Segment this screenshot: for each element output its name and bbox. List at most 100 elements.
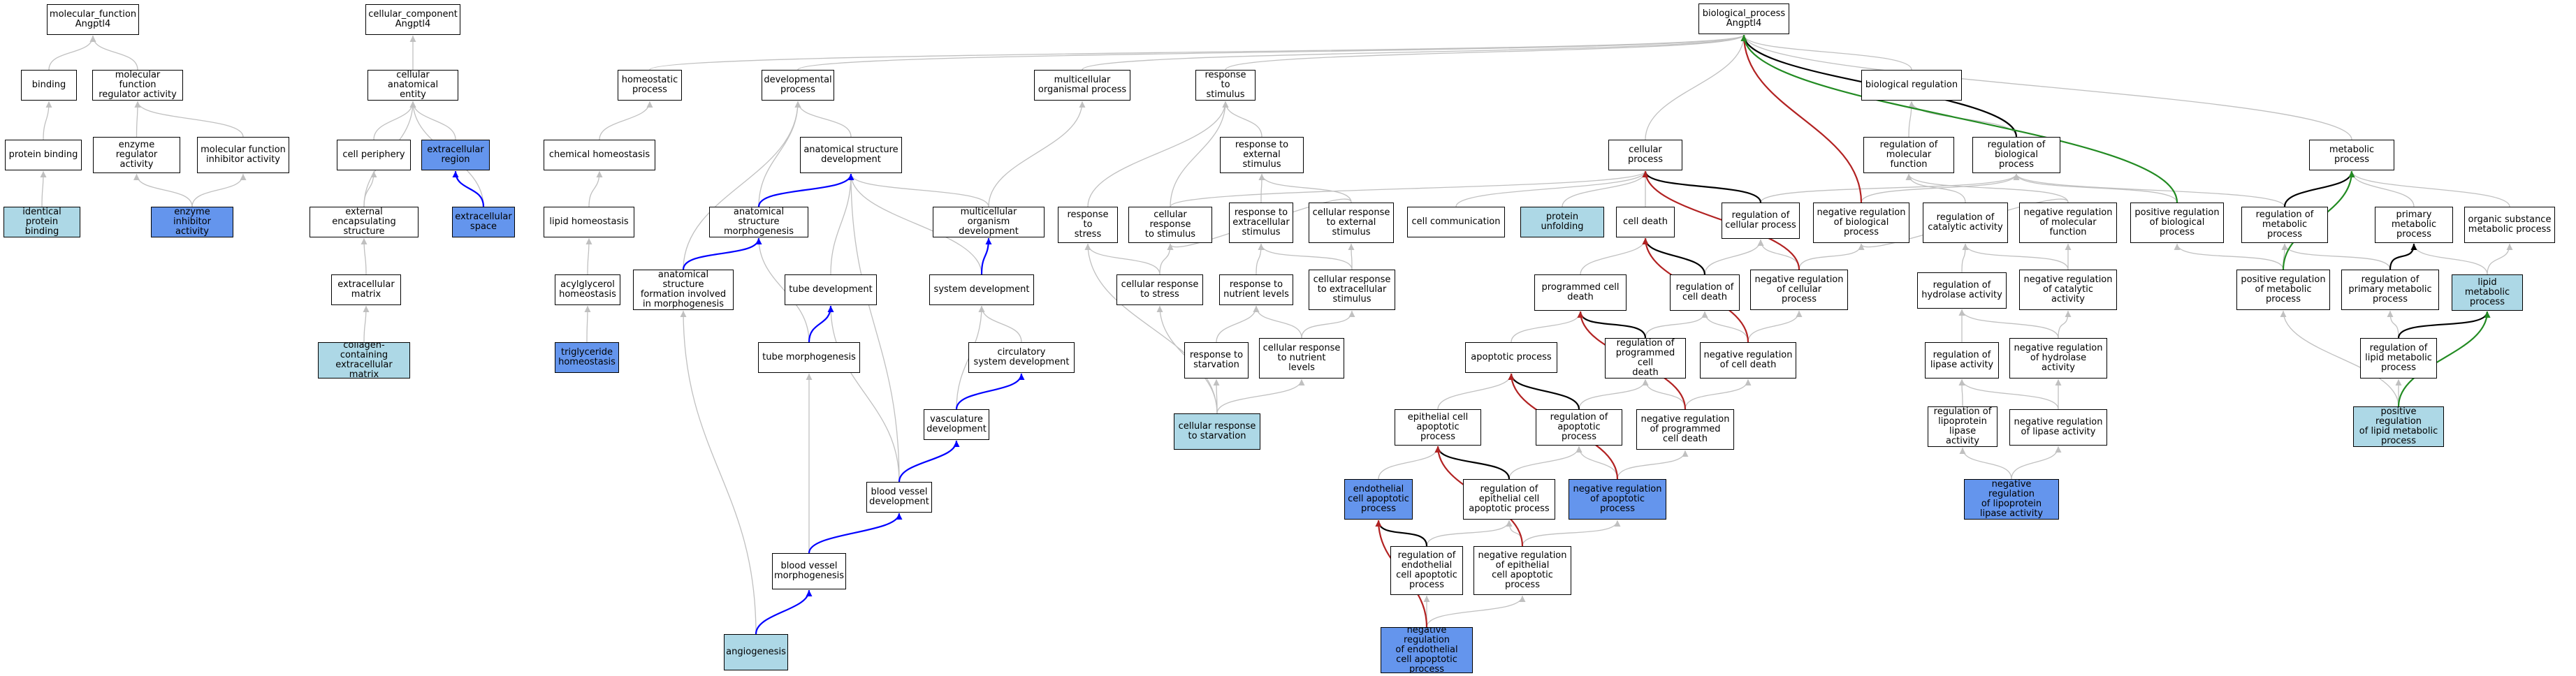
node-enzyme-regulator-activity[interactable]: enzyme regulator activity — [93, 137, 180, 173]
node-tube-morphogenesis[interactable]: tube morphogenesis — [758, 342, 860, 373]
node-regulation-of-epithelial-cell-apoptotic-process[interactable]: regulation of epithelial cell apoptotic … — [1463, 479, 1555, 520]
node-molecular-function[interactable]: molecular_function Angptl4 — [47, 4, 139, 35]
node-negative-regulation-of-programmed-cell-death[interactable]: negative regulation of programmed cell d… — [1636, 409, 1734, 450]
node-blood-vessel-morphogenesis[interactable]: blood vessel morphogenesis — [772, 553, 846, 589]
node-enzyme-inhibitor-activity[interactable]: enzyme inhibitor activity — [151, 207, 233, 237]
node-negative-regulation-of-molecular-function[interactable]: negative regulation of molecular functio… — [2019, 203, 2117, 243]
edge-collagen-to-exmatrix — [363, 305, 370, 343]
edge-multiorg-to-bp — [1082, 34, 1747, 71]
node-tube-development[interactable]: tube development — [785, 274, 877, 305]
node-triglyceride-homeostasis[interactable]: triglyceride homeostasis — [555, 342, 619, 373]
node-regulation-of-cell-death[interactable]: regulation of cell death — [1670, 274, 1740, 311]
node-extracellular-matrix[interactable]: extracellular matrix — [331, 274, 401, 305]
node-system-development[interactable]: system development — [929, 274, 1034, 305]
node-circulatory-system-development[interactable]: circulatory system development — [968, 342, 1075, 373]
node-chemical-homeostasis[interactable]: chemical homeostasis — [544, 140, 655, 170]
node-positive-regulation-of-biological-process[interactable]: positive regulation of biological proces… — [2130, 203, 2224, 243]
node-cellular-response-to-extracellular-stimulus[interactable]: cellular response to extracellular stimu… — [1309, 270, 1395, 310]
node-regulation-of-molecular-function[interactable]: regulation of molecular function — [1863, 137, 1954, 173]
node-cell-death[interactable]: cell death — [1616, 207, 1675, 237]
node-regulation-of-primary-metabolic-process[interactable]: regulation of primary metabolic process — [2341, 270, 2439, 310]
node-acylglycerol-homeostasis[interactable]: acylglycerol homeostasis — [555, 274, 620, 305]
edge-acylhomeo-to-lipidhomeo — [585, 237, 592, 275]
node-homeostatic-process[interactable]: homeostatic process — [618, 70, 682, 101]
node-negative-regulation-of-apoptotic-process[interactable]: negative regulation of apoptotic process — [1569, 479, 1666, 520]
node-identical-protein-binding[interactable]: identical protein binding — [3, 207, 80, 237]
node-regulation-of-cellular-process[interactable]: regulation of cellular process — [1722, 203, 1800, 239]
node-regulation-of-hydrolase-activity[interactable]: regulation of hydrolase activity — [1917, 272, 2007, 309]
node-angiogenesis[interactable]: angiogenesis — [724, 634, 788, 670]
node-regulation-of-programmed-cell-death[interactable]: regulation of programmed cell death — [1605, 338, 1686, 379]
node-negative-regulation-of-endothelial-cell-apoptotic-process[interactable]: negative regulation of endothelial cell … — [1381, 627, 1473, 673]
node-protein-unfolding[interactable]: protein unfolding — [1520, 207, 1604, 237]
node-regulation-of-lipase-activity[interactable]: regulation of lipase activity — [1925, 342, 1999, 379]
node-multicellular-organismal-process[interactable]: multicellular organismal process — [1034, 70, 1130, 101]
node-positive-regulation-of-lipid-metabolic-process[interactable]: positive regulation of lipid metabolic p… — [2353, 406, 2444, 447]
node-cellular-response-to-stress[interactable]: cellular response to stress — [1116, 274, 1203, 305]
node-response-to-stimulus[interactable]: response to stimulus — [1195, 70, 1256, 101]
node-extracellular-region[interactable]: extracellular region — [421, 140, 490, 170]
node-external-encapsulating-structure[interactable]: external encapsulating structure — [310, 207, 419, 237]
node-cellular-process[interactable]: cellular process — [1608, 140, 1682, 170]
node-developmental-process[interactable]: developmental process — [762, 70, 834, 101]
node-lipid-homeostasis[interactable]: lipid homeostasis — [544, 207, 634, 237]
node-binding[interactable]: binding — [21, 70, 77, 101]
node-negative-regulation-of-lipoprotein-lipase-activity[interactable]: negative regulation of lipoprotein lipas… — [1964, 479, 2059, 520]
node-response-to-extracellular-stimulus[interactable]: response to extracellular stimulus — [1229, 203, 1293, 243]
node-anatomical-structure-development[interactable]: anatomical structure development — [800, 137, 902, 173]
node-cellular-anatomical-entity[interactable]: cellular anatomical entity — [368, 70, 458, 101]
node-negative-regulation-of-hydrolase-activity[interactable]: negative regulation of hydrolase activit… — [2009, 338, 2107, 379]
node-cellular-response-to-stimulus[interactable]: cellular response to stimulus — [1128, 207, 1212, 243]
node-molecular-function-inhibitor-activity[interactable]: molecular function inhibitor activity — [197, 137, 289, 173]
node-response-to-external-stimulus[interactable]: response to external stimulus — [1220, 137, 1304, 173]
node-regulation-of-metabolic-process[interactable]: regulation of metabolic process — [2241, 207, 2328, 243]
node-collagen-containing-extracellular-matrix[interactable]: collagen-containing extracellular matrix — [318, 342, 410, 379]
node-anatomical-structure-morphogenesis[interactable]: anatomical structure morphogenesis — [709, 207, 808, 237]
node-response-to-nutrient-levels[interactable]: response to nutrient levels — [1219, 274, 1293, 305]
node-regulation-of-biological-process[interactable]: regulation of biological process — [1972, 137, 2060, 173]
node-regulation-of-catalytic-activity[interactable]: regulation of catalytic activity — [1923, 203, 2008, 243]
edge-regprim-to-primmetab — [2389, 243, 2417, 270]
node-negative-regulation-of-lipase-activity[interactable]: negative regulation of lipase activity — [2009, 409, 2107, 446]
node-biological-process[interactable]: biological_process Angptl4 — [1698, 3, 1789, 34]
node-negative-regulation-of-biological-process[interactable]: negative regulation of biological proces… — [1813, 203, 1909, 243]
node-apoptotic-process[interactable]: apoptotic process — [1465, 342, 1557, 373]
node-multicellular-organism-development[interactable]: multicellular organism development — [933, 207, 1045, 237]
node-protein-binding[interactable]: protein binding — [5, 140, 82, 170]
node-endothelial-cell-apoptotic-process[interactable]: endothelial cell apoptotic process — [1344, 479, 1413, 520]
node-epithelial-cell-apoptotic-process[interactable]: epithelial cell apoptotic process — [1395, 409, 1481, 446]
node-lipid-metabolic-process[interactable]: lipid metabolic process — [2452, 274, 2523, 311]
node-anatomical-structure-formation-in-morphogenesis[interactable]: anatomical structure formation involved … — [633, 270, 734, 310]
node-cellular-response-to-external-stimulus[interactable]: cellular response to external stimulus — [1309, 203, 1394, 243]
node-cellular-response-to-nutrient-levels[interactable]: cellular response to nutrient levels — [1259, 338, 1344, 379]
edge-crtstarv-to-rtstress — [1084, 243, 1218, 414]
node-cellular-response-to-starvation[interactable]: cellular response to starvation — [1174, 413, 1260, 450]
node-negative-regulation-of-catalytic-activity[interactable]: negative regulation of catalytic activit… — [2019, 270, 2117, 310]
node-response-to-starvation[interactable]: response to starvation — [1184, 342, 1249, 379]
node-positive-regulation-of-metabolic-process[interactable]: positive regulation of metabolic process — [2236, 270, 2330, 310]
node-biological-regulation[interactable]: biological regulation — [1861, 70, 1962, 101]
node-primary-metabolic-process[interactable]: primary metabolic process — [2375, 207, 2453, 243]
node-blood-vessel-development[interactable]: blood vessel development — [866, 482, 932, 513]
node-response-to-stress[interactable]: response to stress — [1058, 207, 1118, 243]
node-cell-communication[interactable]: cell communication — [1407, 207, 1505, 237]
node-negative-regulation-of-cell-death[interactable]: negative regulation of cell death — [1700, 342, 1796, 379]
node-regulation-of-lipid-metabolic-process[interactable]: regulation of lipid metabolic process — [2360, 338, 2437, 379]
node-organic-substance-metabolic-process[interactable]: organic substance metabolic process — [2464, 207, 2555, 243]
node-regulation-of-endothelial-cell-apoptotic-process[interactable]: regulation of endothelial cell apoptotic… — [1390, 546, 1463, 595]
edge-negregepi-to-negregapop — [1522, 520, 1621, 547]
node-programmed-cell-death[interactable]: programmed cell death — [1534, 274, 1627, 311]
node-negative-regulation-of-cellular-process[interactable]: negative regulation of cellular process — [1750, 270, 1848, 310]
node-negative-regulation-of-epithelial-cell-apoptotic-process[interactable]: negative regulation of epithelial cell a… — [1473, 546, 1571, 595]
node-metabolic-process[interactable]: metabolic process — [2309, 140, 2394, 170]
node-cell-periphery[interactable]: cell periphery — [337, 140, 411, 170]
node-regulation-of-lipoprotein-lipase-activity[interactable]: regulation of lipoprotein lipase activit… — [1928, 406, 1998, 447]
edge-tubemorph-to-asm — [755, 237, 810, 343]
node-extracellular-space[interactable]: extracellular space — [452, 207, 515, 237]
node-cellular-component[interactable]: cellular_component Angptl4 — [365, 4, 460, 35]
node-regulation-of-apoptotic-process[interactable]: regulation of apoptotic process — [1536, 409, 1622, 446]
edge-chemhomeo-to-homeo — [599, 101, 653, 140]
node-vasculature-development[interactable]: vasculature development — [924, 409, 989, 440]
node-molecular-function-regulator-activity[interactable]: molecular function regulator activity — [92, 70, 183, 101]
